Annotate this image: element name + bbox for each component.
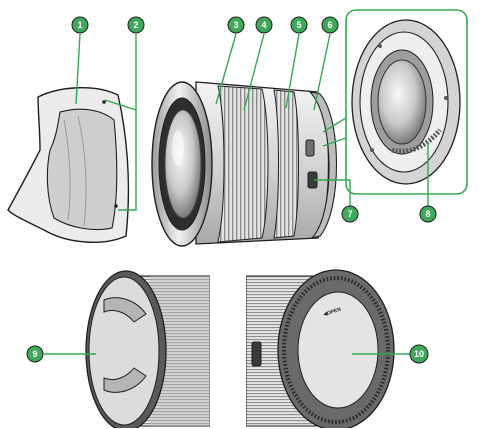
leader-5 [285, 33, 300, 109]
leader-4 [243, 33, 265, 111]
callout-2-label: 2 [133, 20, 138, 30]
front-barrel-shade [150, 276, 210, 426]
lens-switch-upper [305, 139, 315, 157]
front-cap-pinch-upper [103, 297, 147, 323]
callout-5-label: 5 [296, 20, 301, 30]
callout-8: 8 [419, 205, 437, 223]
callout-5: 5 [290, 16, 308, 34]
callout-8-label: 8 [425, 209, 430, 219]
front-cap-pinch-lower [103, 367, 147, 393]
callout-6: 6 [321, 16, 339, 34]
rear-cap-grip [282, 276, 390, 424]
mount-rear-glass [377, 59, 427, 145]
callout-1-label: 1 [77, 20, 82, 30]
callout-10: 10 [409, 344, 429, 364]
lens-front-glass [164, 109, 202, 219]
signal-contacts [391, 128, 442, 154]
callout-badges: 1 2 3 4 5 6 7 8 [26, 16, 437, 364]
lens-hood-illustration [7, 87, 130, 243]
callout-10-label: 10 [414, 349, 424, 359]
detail-connector-top [322, 117, 347, 133]
rear-cap-face [297, 291, 379, 409]
callout-3: 3 [227, 16, 245, 34]
hood-index-mark-side [114, 204, 118, 208]
leader-1 [75, 33, 81, 105]
callout-6-label: 6 [327, 20, 332, 30]
rear-barrel-switch [251, 341, 262, 367]
rear-cap-illustration: ◀OPEN [246, 269, 395, 428]
detail-connector-bottom [322, 137, 347, 147]
callout-9-label: 9 [32, 349, 37, 359]
rear-mount-detail [322, 9, 468, 195]
callout-1: 1 [71, 16, 89, 34]
lens-glass-highlight [172, 130, 184, 166]
front-cap-illustration [85, 270, 210, 428]
zoom-ring [217, 85, 269, 243]
leader-7 [314, 179, 351, 206]
lens-hood-petal-shadow [63, 115, 87, 227]
callout-2: 2 [127, 16, 145, 34]
leader-6 [313, 33, 331, 111]
callout-4-label: 4 [261, 20, 266, 30]
callout-3-label: 3 [233, 20, 238, 30]
mount-screw-2 [444, 96, 448, 100]
callout-9: 9 [26, 345, 44, 363]
hood-index-mark-top [102, 100, 106, 104]
aperture-ring [273, 89, 299, 239]
callout-7: 7 [341, 205, 359, 223]
callout-4: 4 [255, 16, 273, 34]
mount-screw-3 [370, 148, 374, 152]
rear-cap-open-label: ◀OPEN [322, 307, 342, 319]
mount-screw-1 [378, 44, 382, 48]
lens-illustration [151, 81, 337, 247]
leader-3 [215, 33, 237, 105]
callout-7-label: 7 [347, 209, 352, 219]
leader-2 [104, 34, 137, 211]
lens-hood-inner-edge [46, 108, 118, 231]
leader-lines [44, 33, 429, 355]
